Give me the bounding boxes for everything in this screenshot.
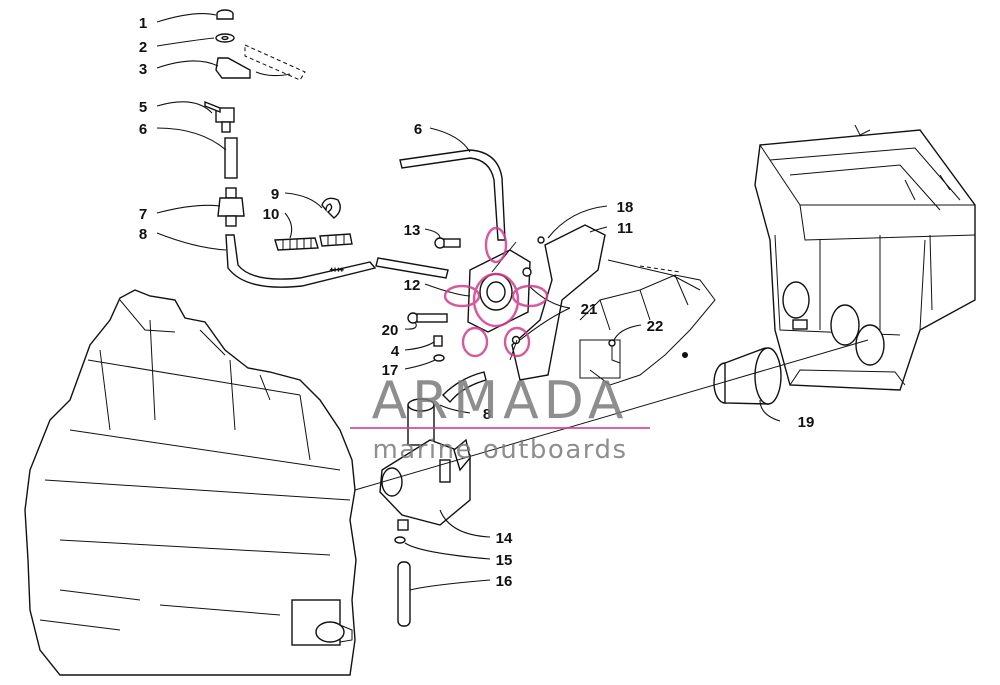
callout-14: 14 [496,530,513,547]
callout-3: 3 [139,61,147,78]
carburetor [379,371,487,531]
callout-5: 5 [139,99,147,116]
callout-labels: 1 2 3 5 6 7 8 9 10 6 13 18 11 12 21 20 4… [139,15,815,590]
callout-13: 13 [404,222,421,239]
callout-4: 4 [391,343,400,360]
watermark-brand: ARMADA [372,371,629,431]
callout-17: 17 [382,362,399,379]
hose-clip [394,536,406,544]
callout-6-left: 6 [139,121,147,138]
overflow-tube [397,561,411,627]
chassis-frame [579,274,716,386]
leader-lines [156,13,781,591]
fuel-line-assembly: ++++ [204,9,449,288]
callout-10: 10 [263,206,280,223]
air-box [754,124,976,391]
watermark-tagline: marine outboards [372,435,627,465]
callout-9: 9 [271,186,279,203]
intake-centerline [354,339,869,491]
callout-22: 22 [647,318,664,335]
callout-8-right: 8 [483,406,491,423]
callout-19: 19 [798,414,815,431]
callout-16: 16 [496,573,513,590]
callout-15: 15 [496,552,513,569]
armada-watermark: ARMADA marine outboards [350,226,650,465]
engine-block [24,289,357,676]
callout-7: 7 [139,206,147,223]
svg-text:++++: ++++ [330,268,344,274]
callout-8-left: 8 [139,226,147,243]
carb-mount-assembly [407,224,701,381]
vent-hose [399,149,506,241]
watermark-divider [350,427,650,429]
callout-1: 1 [139,15,147,32]
callout-6-top: 6 [414,121,422,138]
callout-20: 20 [382,322,399,339]
intake-boot [713,347,782,405]
callout-12: 12 [404,277,421,294]
callout-18: 18 [617,199,634,216]
armada-logo-icon [443,226,549,358]
callout-11: 11 [617,220,633,237]
callout-21: 21 [581,301,598,318]
callout-2: 2 [139,39,147,56]
